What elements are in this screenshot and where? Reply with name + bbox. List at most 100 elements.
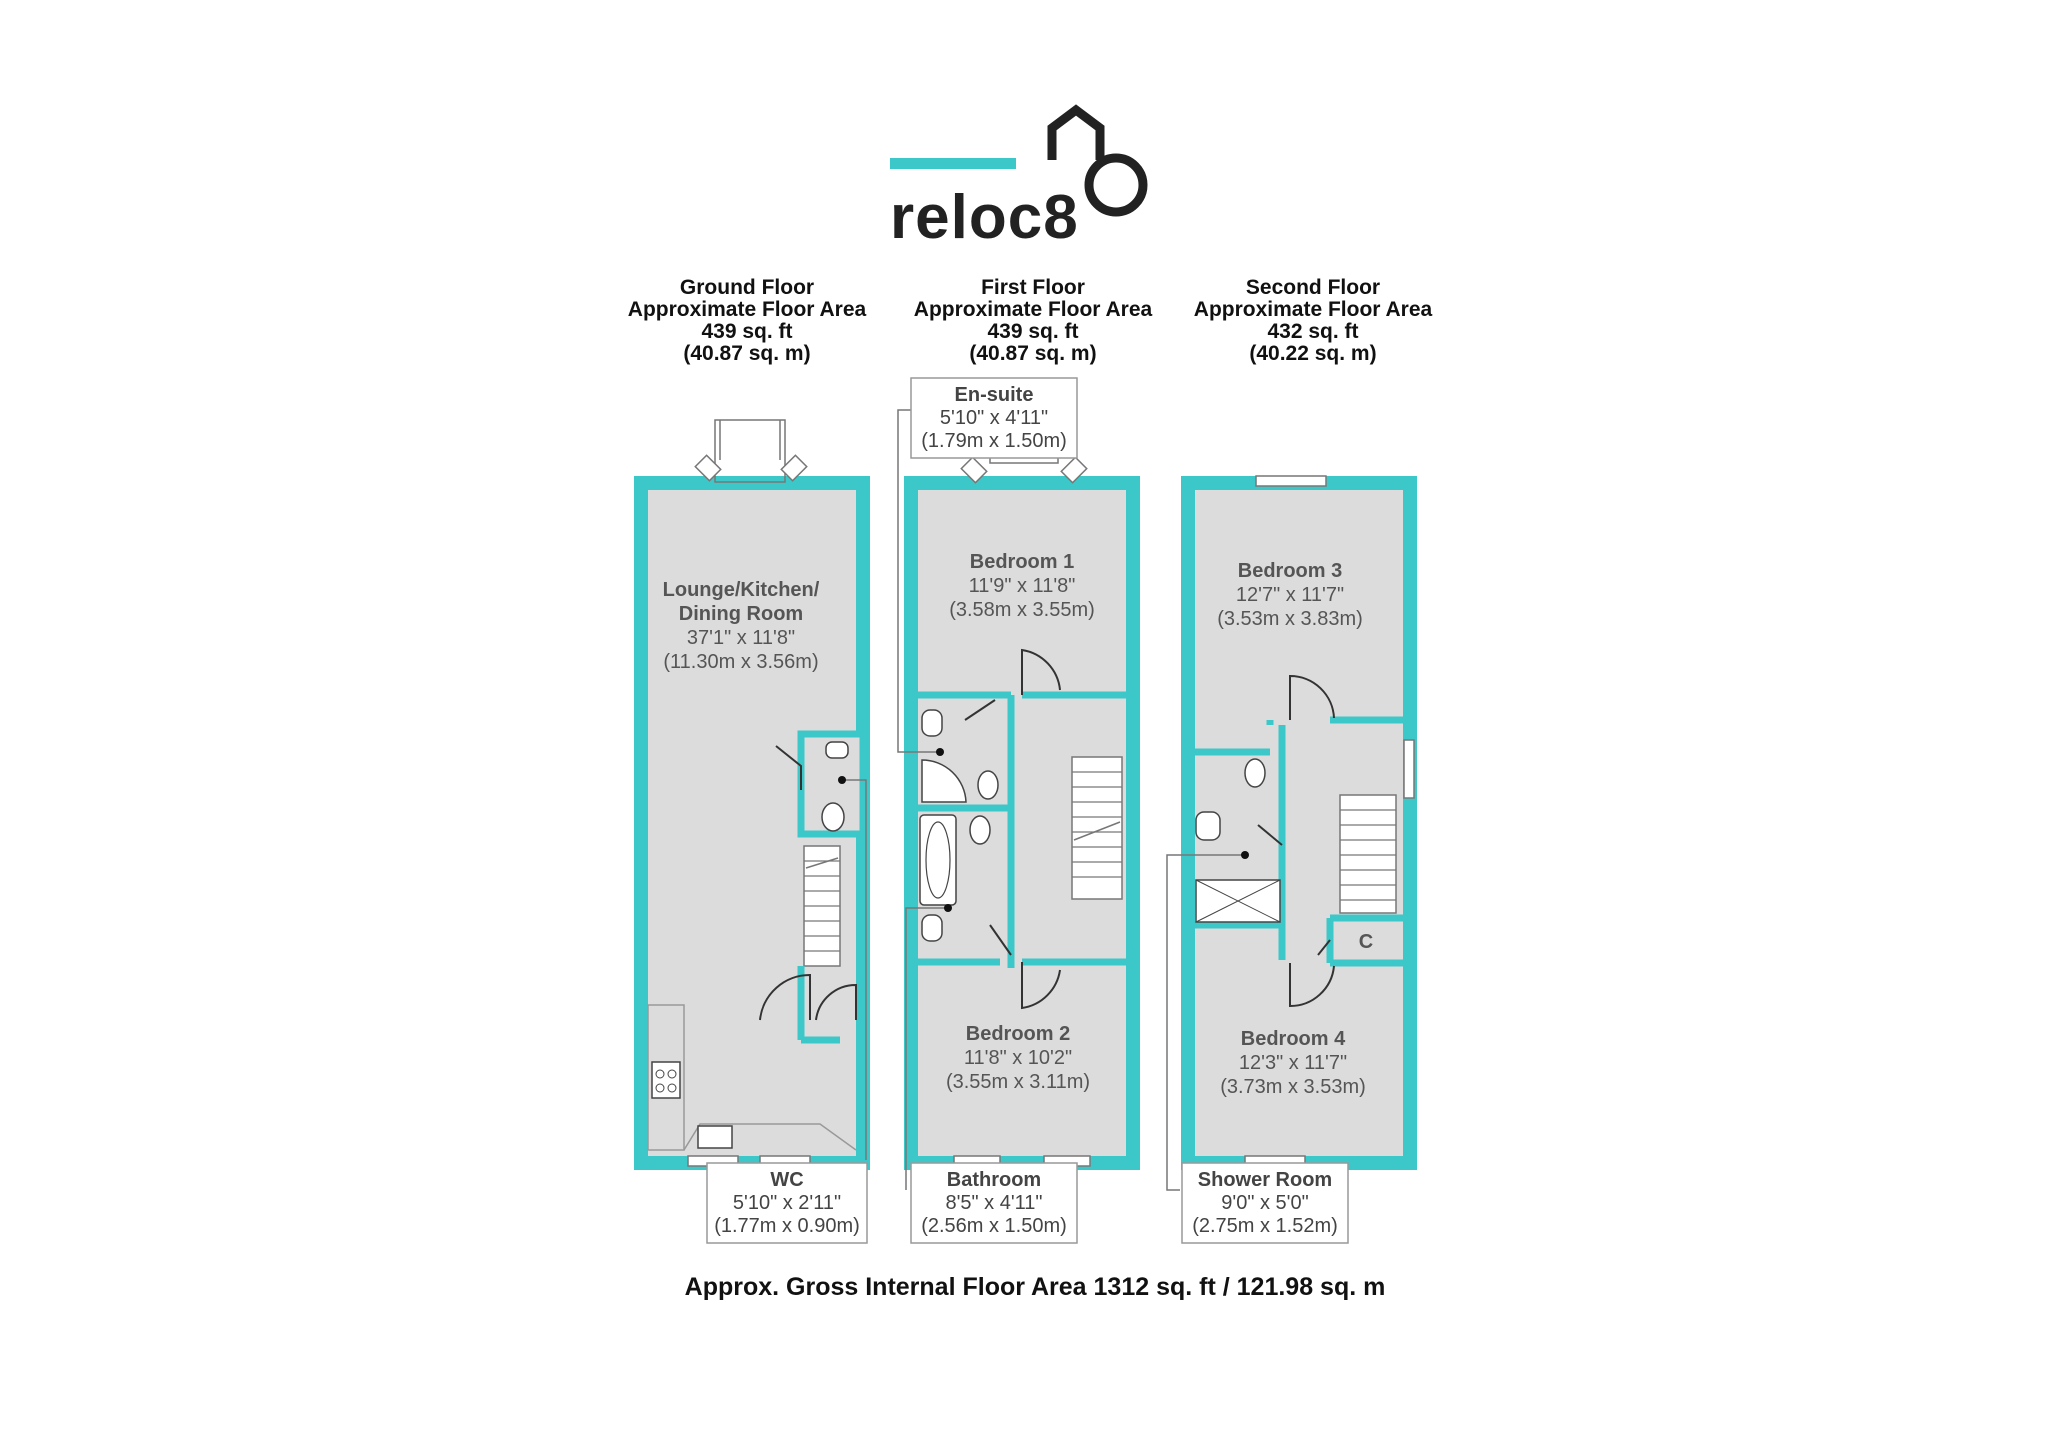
toilet-icon — [1244, 758, 1266, 788]
door-swing — [1289, 963, 1335, 1008]
room-name: Bedroom 2 — [966, 1023, 1070, 1045]
brand-logo: reloc8 — [890, 104, 1148, 252]
window — [1403, 739, 1415, 799]
callout-imperial: 8'5" x 4'11" — [945, 1192, 1042, 1214]
callout-metric: (2.56m x 1.50m) — [921, 1215, 1067, 1237]
room-dimensions-metric: (11.30m x 3.56m) — [663, 651, 818, 673]
hob-icon — [651, 1061, 681, 1099]
first-stairs — [1071, 756, 1123, 900]
callout-name: Bathroom — [947, 1169, 1041, 1191]
room-dimensions-imperial: 12'7" x 11'7" — [1236, 584, 1344, 606]
first-floor-heading: First Floor Approximate Floor Area 439 s… — [914, 276, 1153, 365]
room-name: Lounge/Kitchen/ — [663, 579, 820, 601]
bathroom-callout-box — [910, 1162, 1078, 1244]
floor-title: First Floor — [981, 276, 1085, 299]
door-swing — [759, 973, 811, 1021]
room-dimensions-imperial: 37'1" x 11'8" — [687, 627, 795, 649]
logo-house-icon — [1047, 104, 1105, 160]
door-swing — [1317, 939, 1331, 956]
door-swing — [1021, 962, 1061, 1010]
cupboard-label: C — [1359, 931, 1373, 953]
ground-floor-plan: Lounge/Kitchen/ Dining Room 37'1" x 11'8… — [634, 419, 870, 1244]
second-stairs — [1339, 794, 1397, 914]
floor-area-sqm: (40.22 sq. m) — [1249, 342, 1376, 365]
callout-imperial: 5'10" x 4'11" — [940, 407, 1048, 429]
window — [694, 454, 722, 482]
shower-tray-icon — [921, 759, 967, 803]
logo-circle-icon — [1084, 153, 1148, 217]
room-dimensions-metric: (3.73m x 3.53m) — [1220, 1076, 1366, 1098]
callout-imperial: 5'10" x 2'11" — [733, 1192, 841, 1214]
room-label-bedroom2: Bedroom 2 11'8" x 10'2" (3.55m x 3.11m) — [946, 1023, 1090, 1093]
stair-break-line — [1073, 821, 1121, 841]
callout-name: Shower Room — [1198, 1169, 1332, 1191]
kitchen-worktop-angle — [683, 1123, 857, 1151]
floor-area-label: Approximate Floor Area — [914, 298, 1153, 321]
wc-door-swing — [775, 745, 802, 790]
shower-callout-box — [1181, 1162, 1349, 1244]
door-swing — [989, 924, 1012, 956]
room-label-bedroom1: Bedroom 1 11'9" x 11'8" (3.58m x 3.55m) — [949, 551, 1095, 621]
window — [1255, 475, 1327, 487]
logo-wordmark: reloc8 — [890, 183, 1079, 252]
room-name: Bedroom 1 — [970, 551, 1074, 573]
ensuite-leader-line — [897, 409, 940, 753]
floor-area-sqft: 439 sq. ft — [701, 320, 792, 343]
room-dimensions-imperial: 12'3" x 11'7" — [1239, 1052, 1347, 1074]
callout-metric: (2.75m x 1.52m) — [1192, 1215, 1338, 1237]
window — [780, 454, 808, 482]
door-swing — [1257, 824, 1283, 846]
second-floor-heading: Second Floor Approximate Floor Area 432 … — [1194, 276, 1433, 365]
wc-callout-box — [706, 1162, 868, 1244]
door-swing — [815, 983, 857, 1021]
ground-floor-heading: Ground Floor Approximate Floor Area 439 … — [628, 276, 867, 365]
bathroom-leader-line — [905, 907, 948, 1190]
room-dimensions-imperial: 11'8" x 10'2" — [964, 1047, 1072, 1069]
basin-icon — [825, 741, 849, 759]
room-dimensions-imperial: 11'9" x 11'8" — [969, 575, 1076, 597]
stair-break-line — [805, 857, 839, 869]
second-floor-plan: Bedroom 3 12'7" x 11'7" (3.53m x 3.83m) … — [1166, 475, 1417, 1244]
stair-treads — [804, 860, 840, 952]
callout-metric: (1.77m x 0.90m) — [714, 1215, 860, 1237]
french-doors — [714, 419, 786, 483]
door-swing — [1289, 674, 1335, 720]
floor-area-sqft: 439 sq. ft — [987, 320, 1078, 343]
room-dimensions-metric: (3.58m x 3.55m) — [949, 599, 1095, 621]
room-dimensions-metric: (3.55m x 3.11m) — [946, 1071, 1090, 1093]
window — [1060, 456, 1088, 484]
callout-metric: (1.79m x 1.50m) — [921, 430, 1067, 452]
room-label-lounge: Lounge/Kitchen/ Dining Room 37'1" x 11'8… — [663, 579, 820, 673]
callout-name: WC — [770, 1169, 803, 1191]
basin-icon — [921, 914, 943, 942]
floor-area-label: Approximate Floor Area — [628, 298, 867, 321]
toilet-icon — [977, 770, 999, 800]
room-name: Dining Room — [679, 603, 803, 625]
floor-area-label: Approximate Floor Area — [1194, 298, 1433, 321]
bath-icon — [919, 814, 957, 906]
floor-area-sqm: (40.87 sq. m) — [969, 342, 1096, 365]
callout-imperial: 9'0" x 5'0" — [1221, 1192, 1308, 1214]
wc-leader-line — [842, 779, 867, 1160]
door-swing — [1021, 648, 1061, 695]
basin-icon — [1195, 811, 1221, 841]
callout-name: En-suite — [955, 384, 1034, 406]
toilet-icon — [969, 815, 991, 845]
floor-title: Second Floor — [1246, 276, 1380, 299]
shower-leader-line — [1166, 854, 1245, 1191]
floor-area-sqm: (40.87 sq. m) — [683, 342, 810, 365]
room-label-bedroom3: Bedroom 3 12'7" x 11'7" (3.53m x 3.83m) — [1217, 560, 1363, 630]
ensuite-callout-box — [910, 377, 1078, 459]
room-name: Bedroom 4 — [1241, 1028, 1346, 1050]
first-floor-plan: Bedroom 1 11'9" x 11'8" (3.58m x 3.55m) … — [897, 377, 1140, 1244]
logo-accent-bar — [890, 158, 1016, 169]
door-swing — [964, 699, 996, 721]
room-name: Bedroom 3 — [1238, 560, 1342, 582]
floor-area-sqft: 432 sq. ft — [1267, 320, 1358, 343]
sink-icon — [697, 1125, 733, 1149]
gross-internal-area: Approx. Gross Internal Floor Area 1312 s… — [685, 1273, 1386, 1301]
room-dimensions-metric: (3.53m x 3.83m) — [1217, 608, 1363, 630]
floor-title: Ground Floor — [680, 276, 814, 299]
toilet-icon — [821, 802, 845, 832]
